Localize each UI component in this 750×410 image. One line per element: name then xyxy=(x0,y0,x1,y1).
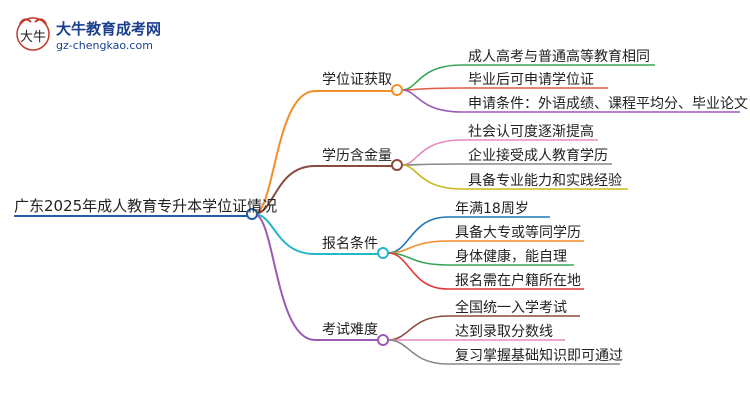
root-node-circle[interactable] xyxy=(246,208,258,220)
branch-label-degree: 学位证获取 xyxy=(322,72,392,88)
branch-connector-value xyxy=(253,165,316,215)
leaf-connector xyxy=(401,163,463,166)
leaf-label: 企业接受成人教育学历 xyxy=(468,148,608,164)
leaf-connector xyxy=(401,89,463,113)
leaf-connector xyxy=(387,252,449,290)
branch-label-value: 学历含金量 xyxy=(322,148,392,164)
leaf-connector xyxy=(401,87,463,91)
branch-node-degree[interactable] xyxy=(391,84,403,96)
branch-node-difficulty[interactable] xyxy=(377,334,389,346)
leaf-connector xyxy=(387,216,449,254)
leaf-connector xyxy=(387,315,449,341)
leaf-label: 年满18周岁 xyxy=(455,201,529,217)
leaf-label: 报名需在户籍所在地 xyxy=(455,273,581,289)
root-topic-label: 广东2025年成人教育专升本学位证情况 xyxy=(14,197,278,215)
branch-connector-requirements xyxy=(253,213,316,255)
leaf-label: 毕业后可申请学位证 xyxy=(468,72,594,88)
logo-title: 大牛教育成考网 xyxy=(56,20,162,38)
leaf-label: 达到录取分数线 xyxy=(455,324,553,340)
branch-node-requirements[interactable] xyxy=(377,247,389,259)
branch-node-value[interactable] xyxy=(391,159,403,171)
leaf-connector xyxy=(401,64,463,91)
logo-url: gz-chengkao.com xyxy=(56,39,153,52)
leaf-label: 成人高考与普通高等教育相同 xyxy=(468,49,650,65)
leaf-label: 全国统一入学考试 xyxy=(455,300,567,316)
branch-label-difficulty: 考试难度 xyxy=(322,322,378,338)
site-logo[interactable]: 大牛 大牛教育成考网 gz-chengkao.com xyxy=(14,14,184,58)
leaf-label: 身体健康，能自理 xyxy=(455,249,567,265)
leaf-connector xyxy=(401,139,463,166)
branch-connector-difficulty xyxy=(253,213,316,341)
leaf-label: 具备专业能力和实践经验 xyxy=(468,173,622,189)
leaf-connector xyxy=(387,339,449,365)
leaf-label: 具备大专或等同学历 xyxy=(455,225,581,241)
logo-mark-text: 大牛 xyxy=(20,30,46,45)
leaf-label: 申请条件：外语成绩、课程平均分、毕业论文 xyxy=(468,96,748,112)
leaf-label: 社会认可度逐渐提高 xyxy=(468,124,594,140)
leaf-label: 复习掌握基础知识即可通过 xyxy=(455,348,623,364)
leaf-connector xyxy=(401,164,463,190)
bull-logo-icon: 大牛 xyxy=(16,17,50,51)
branch-connector-degree xyxy=(253,90,316,215)
branch-label-requirements: 报名条件 xyxy=(322,236,378,252)
